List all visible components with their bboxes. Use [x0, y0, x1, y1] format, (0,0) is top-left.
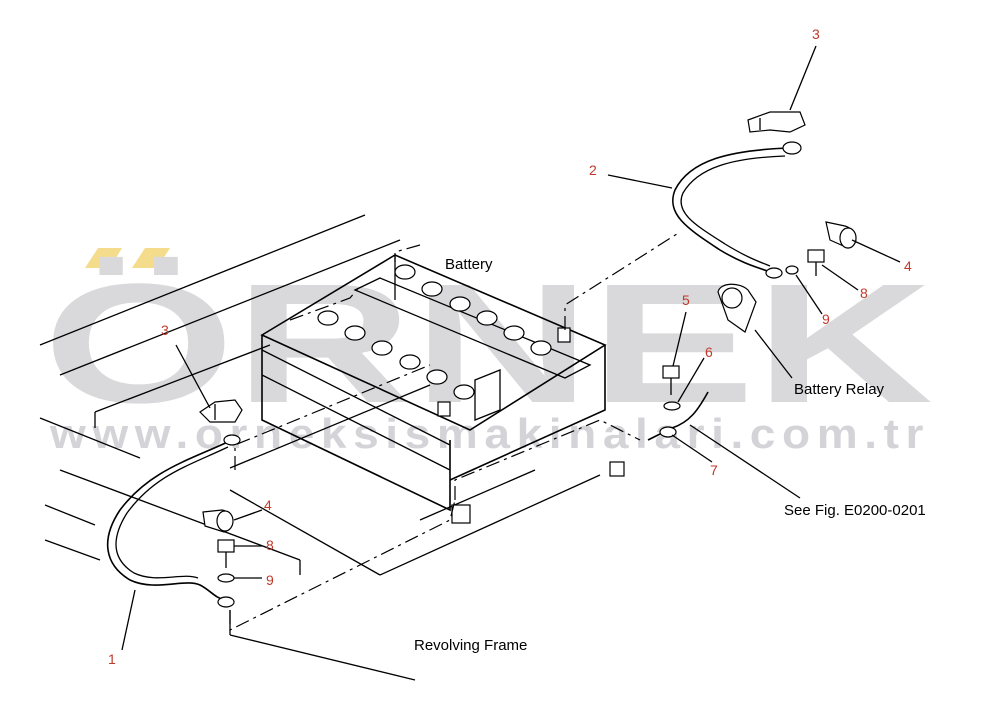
terminal-clamp-top: [747, 111, 806, 133]
battery-relay-label: Battery Relay: [794, 381, 885, 398]
battery-cell-caps: [317, 264, 552, 400]
callout-1: 1: [108, 651, 116, 667]
terminal-clamp-left: [199, 399, 243, 423]
revolving-frame: [39, 214, 601, 681]
battery: [260, 254, 607, 524]
revolving-frame-label: Revolving Frame: [414, 637, 527, 654]
callout-4-left: 4: [264, 497, 272, 513]
bolt-left: [217, 539, 235, 568]
callout-7: 7: [710, 462, 718, 478]
watermark-brand: ÖRNEK: [43, 249, 933, 439]
callout-3-top: 3: [812, 26, 820, 42]
callout-9-left: 9: [266, 572, 274, 588]
assembly-lines: [229, 231, 681, 631]
bolt-5: [662, 365, 680, 395]
terminal-cap-left: [202, 509, 234, 533]
callout-8-right: 8: [860, 285, 868, 301]
positive-cable: [672, 141, 802, 279]
watermark-accent-right: [132, 248, 170, 268]
battery-relay: [717, 283, 757, 333]
battery-label: Battery: [445, 256, 493, 273]
washer-left: [217, 573, 235, 583]
leader-lines: [121, 45, 901, 651]
ground-strap-7: [647, 391, 709, 441]
terminal-cap-right: [825, 221, 857, 249]
see-fig-label: See Fig. E0200-0201: [784, 502, 926, 519]
battery-terminal-positive: [557, 327, 571, 343]
watermark: ÖRNEK www.orneksismakinalari.com.tr: [43, 248, 933, 457]
ground-cable: [106, 434, 241, 608]
callout-6: 6: [705, 344, 713, 360]
callout-3-left: 3: [161, 322, 169, 338]
nut: [609, 461, 625, 477]
washer-6: [663, 401, 681, 411]
watermark-accent-left: [85, 248, 122, 268]
callout-4-right: 4: [904, 258, 912, 274]
callout-9-right: 9: [822, 311, 830, 327]
callout-2: 2: [589, 162, 597, 178]
washer-right: [785, 265, 799, 275]
callout-8-left: 8: [266, 537, 274, 553]
bolt-right: [807, 249, 825, 276]
watermark-url: www.orneksismakinalari.com.tr: [49, 410, 930, 457]
battery-drain: [451, 504, 471, 524]
battery-terminal-negative: [437, 401, 451, 417]
callout-5: 5: [682, 292, 690, 308]
